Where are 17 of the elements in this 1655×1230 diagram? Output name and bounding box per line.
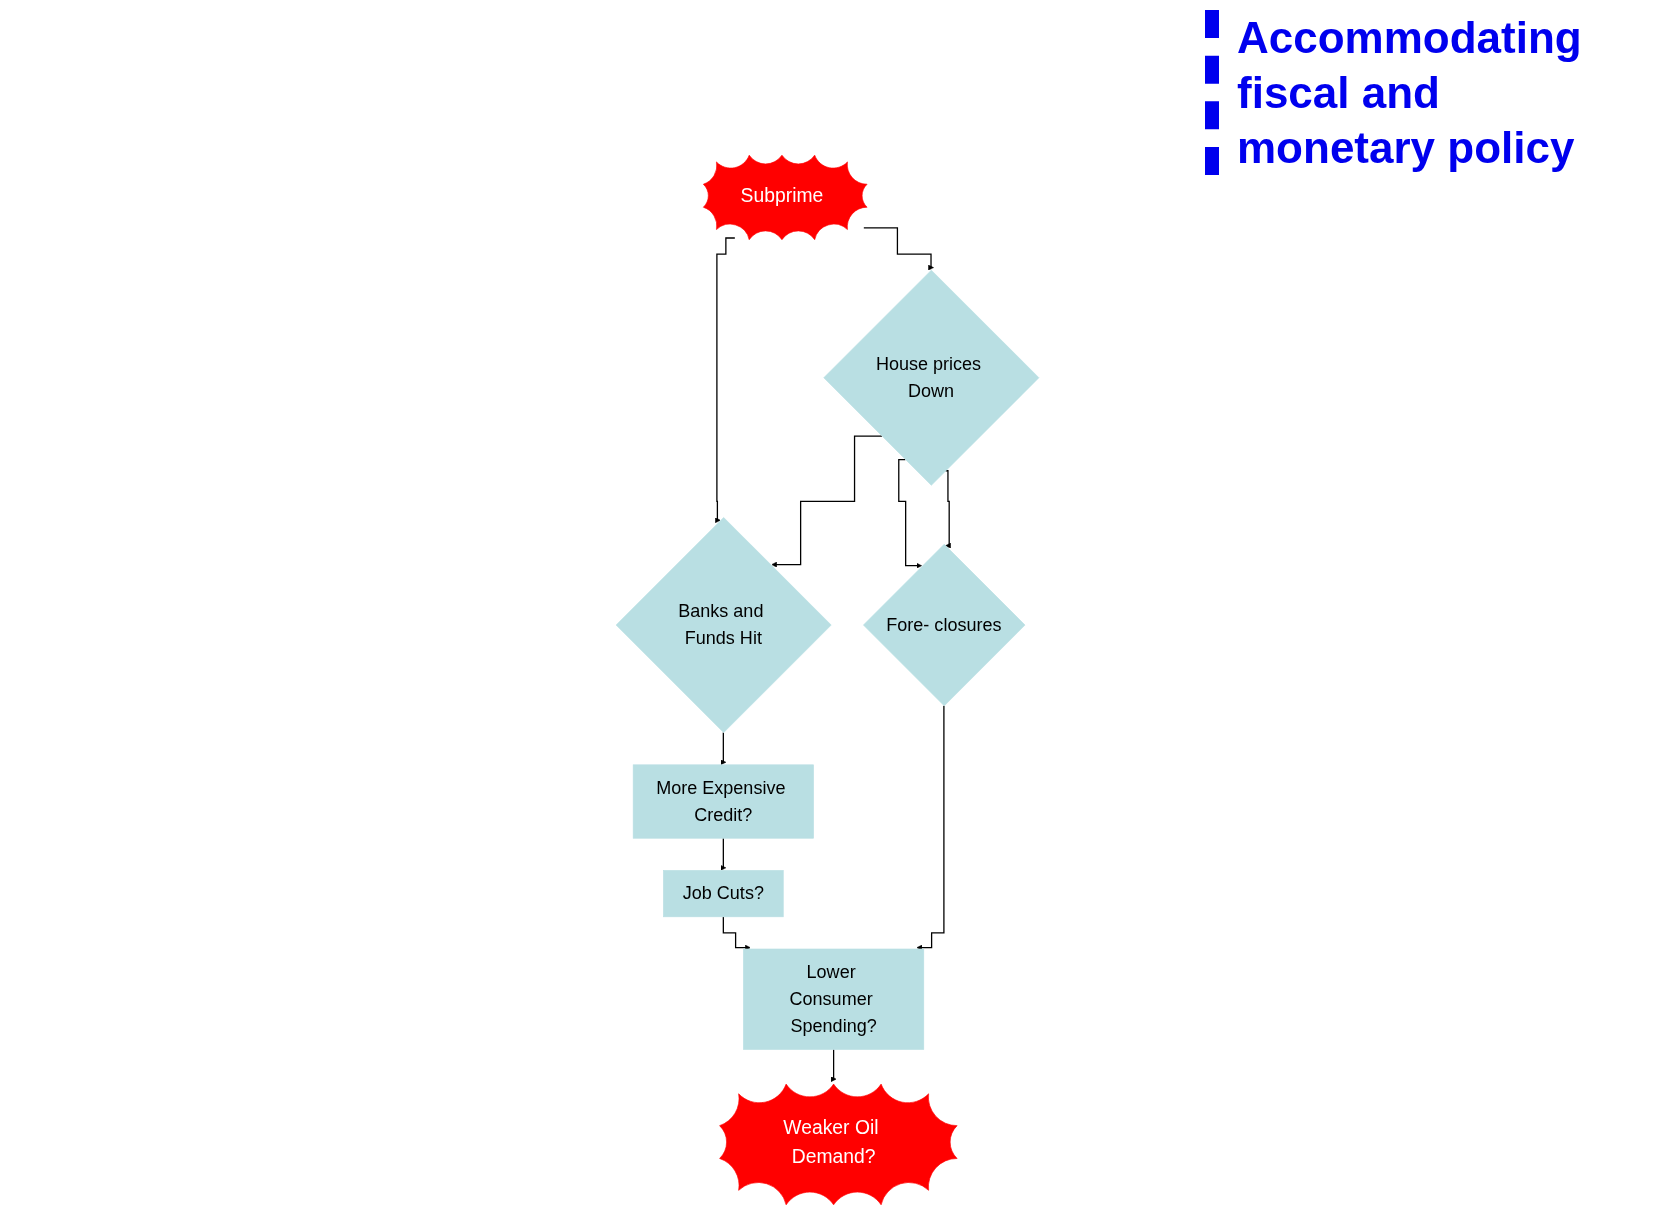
arrow [720,731,727,766]
node-box: More Expensive Credit? [632,764,814,839]
arrow [944,470,951,549]
node-box: Job Cuts? [663,870,784,918]
arrow [720,837,727,871]
node-box: Lower Consumer Spending? [743,948,925,1050]
arrow [898,458,922,569]
arrow [722,916,751,951]
arrow [863,227,934,271]
arrow [771,435,883,568]
arrow [916,705,945,951]
arrow [715,237,736,524]
node-diamond: Banks and Funds Hit [615,517,832,733]
policy-note: Accommodating fiscal and monetary policy [1205,10,1625,175]
arrow [830,1048,837,1082]
node-diamond: House prices Down [823,269,1040,486]
node-diamond: Fore- closures [863,543,1026,707]
